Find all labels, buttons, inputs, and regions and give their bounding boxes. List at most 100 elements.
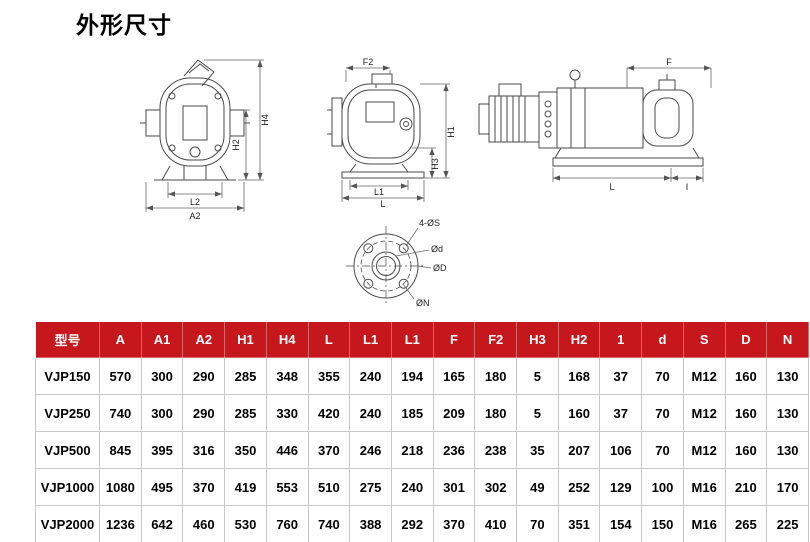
value-cell: 300 xyxy=(140,394,184,432)
value-cell: 285 xyxy=(224,357,267,395)
value-cell: 160 xyxy=(724,431,768,469)
column-header: 1 xyxy=(599,321,643,358)
value-cell: 302 xyxy=(474,468,518,506)
value-cell: 129 xyxy=(599,468,643,506)
value-cell: 150 xyxy=(641,505,684,542)
value-cell: 240 xyxy=(349,357,392,395)
value-cell: 1236 xyxy=(99,505,142,542)
value-cell: 348 xyxy=(265,357,309,395)
value-cell: 5 xyxy=(516,394,559,432)
dim-label-l1: L1 xyxy=(374,187,384,197)
value-cell: 265 xyxy=(724,505,768,542)
value-cell: 240 xyxy=(390,468,434,506)
flange-leader-lines xyxy=(395,227,432,300)
value-cell: 419 xyxy=(224,468,267,506)
side-view-drawing: F2 H1 H3 L1 L xyxy=(327,57,456,208)
value-cell: 180 xyxy=(474,394,518,432)
value-cell: M16 xyxy=(682,505,726,542)
column-header: H4 xyxy=(265,321,309,358)
value-cell: 290 xyxy=(182,394,226,432)
model-cell: VJP1000 xyxy=(35,468,100,506)
value-cell: 194 xyxy=(390,357,434,395)
column-header: H3 xyxy=(516,321,559,358)
value-cell: 165 xyxy=(432,357,476,395)
value-cell: 130 xyxy=(766,431,809,469)
front-view-dimension-lines xyxy=(145,59,264,212)
value-cell: 420 xyxy=(307,394,351,432)
value-cell: 530 xyxy=(224,505,267,542)
dim-label-h3: H3 xyxy=(430,158,440,170)
flange-detail-drawing: 4-ØS Ød ØD ØN xyxy=(346,218,447,308)
value-cell: 252 xyxy=(557,468,601,506)
column-header: A1 xyxy=(140,321,184,358)
dim-label-h1: H1 xyxy=(446,126,456,138)
dim-label-i: I xyxy=(686,182,689,192)
value-cell: 240 xyxy=(349,394,392,432)
front-view-drawing: H4 H2 L2 A2 xyxy=(140,59,270,220)
value-cell: 246 xyxy=(349,431,392,469)
value-cell: 760 xyxy=(265,505,309,542)
side-view-labels: F2 H1 H3 L1 L xyxy=(363,57,456,208)
value-cell: 70 xyxy=(641,357,684,395)
column-header: d xyxy=(641,321,684,358)
value-cell: 154 xyxy=(599,505,643,542)
column-header: N xyxy=(766,321,809,358)
value-cell: 130 xyxy=(766,394,809,432)
side-view-dimension-lines xyxy=(341,65,450,202)
value-cell: 510 xyxy=(307,468,351,506)
value-cell: 170 xyxy=(766,468,809,506)
value-cell: 37 xyxy=(599,394,643,432)
value-cell: 100 xyxy=(641,468,684,506)
value-cell: 225 xyxy=(766,505,809,542)
value-cell: 845 xyxy=(99,431,142,469)
value-cell: 70 xyxy=(641,394,684,432)
value-cell: 370 xyxy=(307,431,351,469)
value-cell: M16 xyxy=(682,468,726,506)
dim-label-d-small: Ød xyxy=(431,244,443,254)
value-cell: 495 xyxy=(140,468,184,506)
model-cell: VJP500 xyxy=(35,431,100,469)
front-view-geometry xyxy=(140,59,250,181)
value-cell: 49 xyxy=(516,468,559,506)
value-cell: 330 xyxy=(265,394,309,432)
value-cell: 168 xyxy=(557,357,601,395)
value-cell: M12 xyxy=(682,357,726,395)
column-header: F2 xyxy=(474,321,518,358)
value-cell: 301 xyxy=(432,468,476,506)
dim-label-h4: H4 xyxy=(260,114,270,126)
value-cell: 292 xyxy=(390,505,434,542)
value-cell: 236 xyxy=(432,431,476,469)
column-header: D xyxy=(724,321,768,358)
value-cell: 740 xyxy=(307,505,351,542)
value-cell: 388 xyxy=(349,505,392,542)
assembly-view-dimension-lines xyxy=(552,65,712,182)
column-header: A2 xyxy=(182,321,226,358)
value-cell: 570 xyxy=(99,357,142,395)
value-cell: 70 xyxy=(516,505,559,542)
assembly-view-labels: F L I xyxy=(609,58,688,192)
value-cell: 130 xyxy=(766,357,809,395)
value-cell: 370 xyxy=(432,505,476,542)
side-view-geometry xyxy=(327,73,425,179)
value-cell: 642 xyxy=(140,505,184,542)
value-cell: 106 xyxy=(599,431,643,469)
value-cell: M12 xyxy=(682,431,726,469)
value-cell: 238 xyxy=(474,431,518,469)
value-cell: 1080 xyxy=(99,468,142,506)
value-cell: 209 xyxy=(432,394,476,432)
column-header: H1 xyxy=(224,321,267,358)
model-column-header: 型号 xyxy=(35,321,100,358)
value-cell: 185 xyxy=(390,394,434,432)
value-cell: 70 xyxy=(641,431,684,469)
column-header: H2 xyxy=(557,321,601,358)
value-cell: 285 xyxy=(224,394,267,432)
dim-label-l2: L2 xyxy=(190,197,200,207)
